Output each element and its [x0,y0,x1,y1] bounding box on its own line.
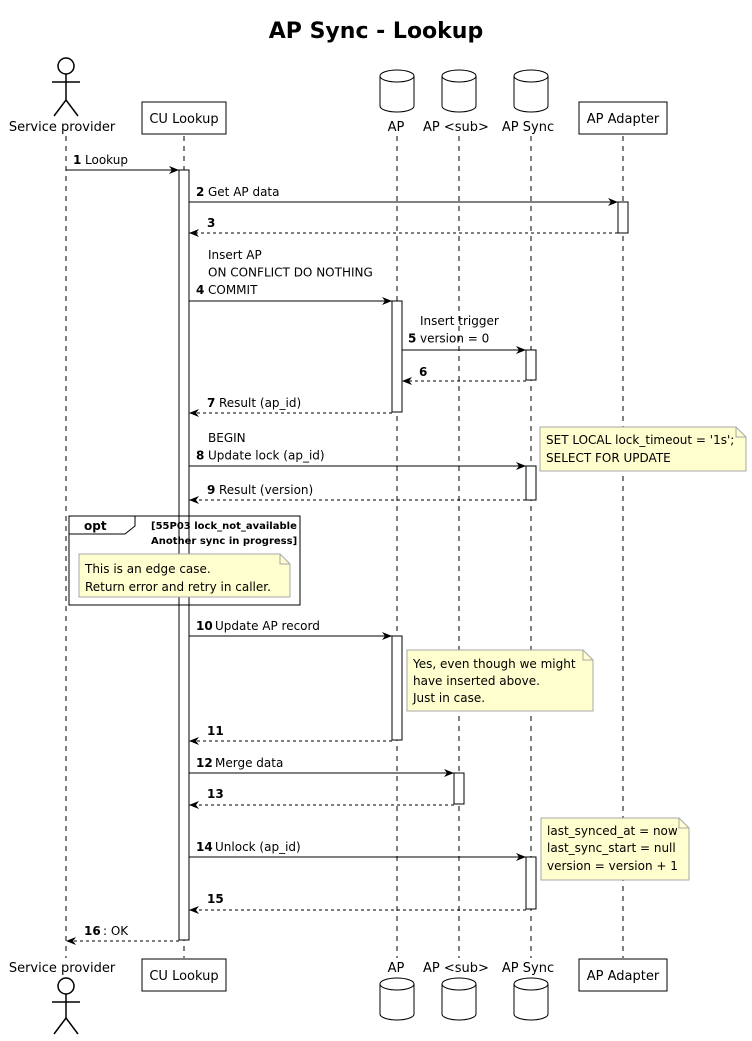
participant-label: AP Adapter [587,112,660,127]
message-number: 16 [84,924,101,938]
note-lock: SET LOCAL lock_timeout = '1s'; SELECT FO… [539,426,747,472]
note-text: Just in case. [412,691,485,705]
message-label: Get AP data [208,185,280,199]
participants-top: Service provider CU Lookup AP AP <sub> A… [9,57,668,135]
message-label: BEGIN [208,431,246,445]
participant-label: CU Lookup [149,969,218,984]
participant-label: AP Sync [502,120,554,135]
message-label: ON CONFLICT DO NOTHING [208,266,373,280]
message-label: COMMIT [208,283,258,297]
actor-icon [52,57,80,117]
participant-label: AP Sync [502,961,554,976]
message-number: 10 [196,619,213,633]
participant-box [141,958,227,992]
participant-label: AP <sub> [423,120,489,135]
database-icon [513,69,549,113]
note-text: This is an edge case. [84,562,211,576]
message-label: Merge data [215,756,283,770]
database-icon [441,69,477,113]
activation-ap [391,635,403,741]
activation-ap-sub [453,772,465,805]
participant-label: AP [388,120,405,135]
opt-fragment: opt [55P03 lock_not_available Another sy… [68,515,301,606]
message-label: Unlock (ap_id) [215,840,301,854]
note-text: version = version + 1 [547,859,678,873]
participant-label: Service provider [9,120,116,135]
message-number: 7 [207,396,215,410]
message-label: Result (ap_id) [219,396,301,410]
participant-label: AP [388,961,405,976]
activation-ap [391,300,403,413]
participant-label: Service provider [9,961,116,976]
database-icon [441,977,477,1021]
message-number: 9 [207,483,215,497]
activation-ap-sync [525,349,537,381]
diagram-title: AP Sync - Lookup [269,19,483,44]
message-label: Lookup [85,153,128,167]
note-text: Return error and retry in caller. [85,580,271,594]
note-text: last_synced_at = now [547,824,678,838]
activation-ap-sync [525,856,537,910]
message-label: Update lock (ap_id) [208,449,325,463]
message-label: Result (version) [219,483,313,497]
message-number: 12 [196,756,213,770]
activation-ap-adapter [617,201,629,234]
note-unlock: last_synced_at = now last_sync_start = n… [540,817,690,881]
message-number: 11 [207,724,224,738]
opt-condition: [55P03 lock_not_available [151,521,297,532]
message-label: Insert AP [208,248,262,262]
message-number: 15 [207,892,224,906]
actor-icon [52,977,80,1035]
note-update: Yes, even though we might have inserted … [406,649,594,712]
message-number: 5 [408,332,416,346]
note-text: SELECT FOR UPDATE [546,451,671,465]
message-number: 13 [207,787,224,801]
message-label: : OK [103,924,129,938]
participant-box [578,958,668,992]
message-number: 1 [73,153,81,167]
messages: 1 Lookup 2 Get AP data 3 4 Insert AP ON CONFLIC… [66,153,618,945]
message-label: Update AP record [215,619,320,633]
note-edge-case: This is an edge case. Return error and r… [78,553,291,598]
message-number: 8 [196,449,204,463]
lifelines [65,136,624,958]
opt-condition: Another sync in progress] [151,536,297,547]
participants-bottom: Service provider CU Lookup AP AP <sub> A… [9,958,668,1035]
participant-label: AP <sub> [423,961,489,976]
participant-label: AP Adapter [587,969,660,984]
note-text: have inserted above. [413,674,540,688]
message-number: 6 [419,365,427,379]
note-text: Yes, even though we might [412,657,576,671]
activation-ap-sync [525,465,537,501]
database-icon [513,977,549,1021]
database-icon [379,977,415,1021]
message-number: 14 [196,840,213,854]
message-label: Insert trigger [420,314,499,328]
message-number: 4 [196,283,204,297]
message-number: 2 [196,185,204,199]
participant-label: CU Lookup [149,112,218,127]
note-text: SET LOCAL lock_timeout = '1s'; [546,433,734,447]
participant-box [578,101,668,135]
message-label: version = 0 [420,332,489,346]
note-text: last_sync_start = null [547,841,676,855]
opt-label: opt [84,519,107,533]
database-icon [379,69,415,113]
participant-box [141,101,227,135]
message-number: 3 [207,216,215,230]
